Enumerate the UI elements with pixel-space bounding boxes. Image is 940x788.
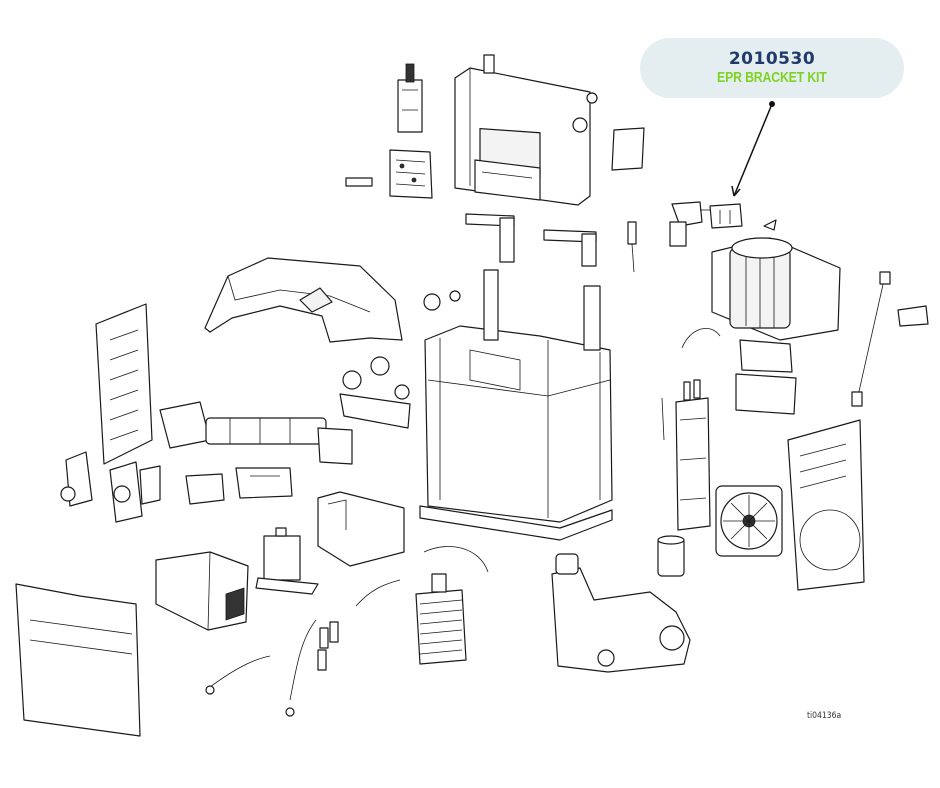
gauge-fittings [423,290,461,311]
motor-cover [155,551,249,631]
temperature-sensor [661,397,665,441]
circuit-board [345,149,433,199]
pump-manifold [159,401,353,465]
heat-exchanger [415,573,467,665]
epr-valve [669,201,712,247]
label-card [611,127,645,171]
callout-leader [731,101,775,197]
mounting-bracket-right [543,229,597,267]
pump [681,327,797,415]
callout-label: 2010530 EPR BRACKET KIT [640,38,904,98]
fittings [317,621,339,671]
electrical-cover [317,491,405,567]
heater-tube [675,379,711,531]
drawing-id: ti04136a [807,711,842,721]
reservoir-tank [551,553,691,673]
display-module [397,63,423,133]
frame [419,269,613,541]
sensor-probe [627,221,637,273]
part-name: EPR BRACKET KIT [717,69,827,86]
control-box [454,54,598,206]
shroud [204,257,403,343]
filter [657,535,685,577]
clip [763,219,777,231]
small-bracket [897,305,929,327]
hoses [205,546,489,717]
side-panel-right [787,419,865,591]
mounting-bracket-left [465,213,515,263]
gauge-manifold [339,356,411,429]
front-shroud [15,583,141,737]
part-number: 2010530 [728,49,816,69]
pressure-transducer [851,271,891,407]
relief-valves [60,451,161,523]
cooling-fan [715,485,783,557]
motor [711,237,841,341]
side-panel-left [95,303,153,465]
epr-bracket [709,203,743,229]
valve-block [185,467,293,505]
transformer [255,527,319,595]
